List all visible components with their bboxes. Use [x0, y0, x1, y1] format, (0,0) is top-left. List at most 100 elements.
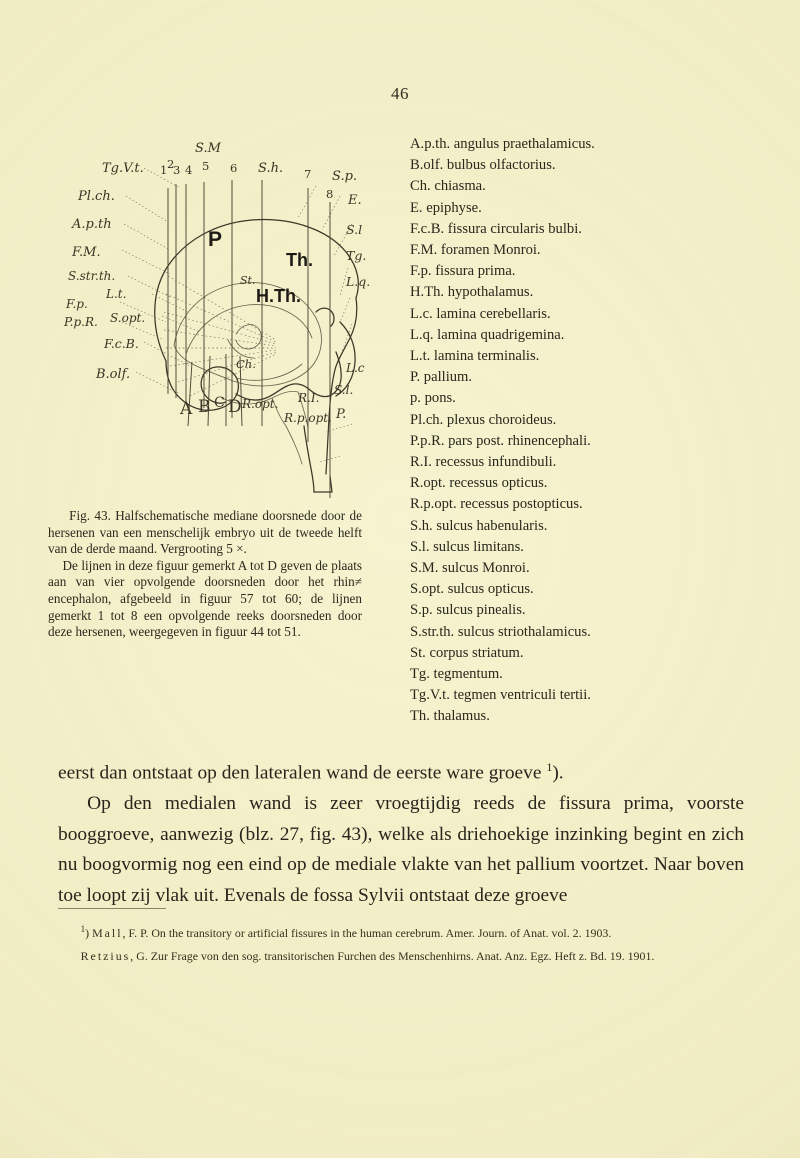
legend-term: bulbus olfactorius.: [443, 157, 556, 174]
legend-term: lamina quadrigemina.: [433, 326, 565, 343]
legend-term: hypothalamus.: [444, 284, 534, 301]
legend-term: pallium.: [420, 369, 473, 386]
legend-term: recessus infundibuli.: [431, 454, 557, 471]
legend-abbr: L.q.: [410, 326, 434, 343]
legend-entry: H.Th. hypothalamus.: [410, 282, 780, 303]
legend-abbr: L.c.: [410, 305, 433, 322]
legend-entry: S.p. sulcus pinealis.: [410, 600, 780, 621]
legend-entry: S.h. sulcus habenularis.: [410, 516, 780, 537]
legend-abbr: St.: [410, 644, 426, 661]
legend-abbr: S.M.: [410, 560, 439, 577]
legend-entry: L.t. lamina terminalis.: [410, 346, 780, 367]
footnote-citation: , F. P. On the transitory or artificial …: [122, 925, 612, 940]
legend-abbr: Th.: [410, 708, 430, 725]
legend-entry: P.p.R. pars post. rhinencephali.: [410, 431, 780, 452]
legend-entry: S.opt. sulcus opticus.: [410, 579, 780, 600]
fig-label-s-str-th: S.str.th.: [68, 269, 115, 283]
legend-entry: P. pallium.: [410, 367, 780, 388]
body-paragraph-1-tail: ).: [552, 762, 564, 784]
legend-term: sulcus Monroi.: [438, 560, 530, 577]
legend-abbr: F.M.: [410, 242, 438, 259]
fig-label-f-p: F.p.: [65, 297, 88, 311]
abbreviation-legend: A.p.th. angulus praethalamicus.B.olf. bu…: [410, 134, 780, 728]
figure-caption: Fig. 43. Halfschematische mediane doorsn…: [48, 508, 362, 641]
legend-abbr: F.c.B.: [410, 220, 445, 237]
fig-label-s-h: S.h.: [258, 161, 283, 176]
legend-term: foramen Monroi.: [437, 242, 541, 259]
fig-section-letter-c: C: [214, 395, 225, 411]
fig-section-num-7: 7: [304, 167, 311, 181]
legend-term: sulcus habenularis.: [432, 517, 548, 534]
body-paragraph-1-text: eerst dan ontstaat op den lateralen wand…: [58, 762, 547, 784]
figure-43-illustration: Tg.V.t. Pl.ch. A.p.th F.M. S.str.th. F.p…: [40, 126, 370, 511]
legend-entry: Pl.ch. plexus choroideus.: [410, 410, 780, 431]
footnote-separator: [58, 908, 166, 909]
legend-term: plexus choroideus.: [443, 411, 557, 428]
legend-abbr: E.: [410, 199, 423, 216]
legend-term: sulcus opticus.: [444, 581, 534, 598]
body-paragraph-2: Op den medialen wand is zeer vroegtijdig…: [58, 793, 744, 906]
fig-label-l-t: L.t.: [105, 287, 126, 301]
fig-section-num-8: 8: [326, 187, 333, 201]
legend-abbr: Tg.: [410, 666, 430, 683]
fig-label-r-opt: R.opt.: [241, 397, 278, 411]
legend-term: pons.: [420, 390, 456, 407]
footnote-entry: 1) Mall, F. P. On the transitory or arti…: [80, 924, 612, 940]
legend-entry: B.olf. bulbus olfactorius.: [410, 155, 780, 176]
footnote-entry: Retzius, G. Zur Frage von den sog. trans…: [58, 947, 748, 966]
legend-entry: S.M. sulcus Monroi.: [410, 558, 780, 579]
fig-label-s-p: S.p.: [332, 169, 357, 184]
fig-label-thalamus-th: Th.: [286, 250, 313, 270]
legend-term: chiasma.: [430, 178, 486, 195]
footnote-marker: 1: [80, 924, 86, 934]
legend-entry: F.p. fissura prima.: [410, 261, 780, 282]
legend-entry: F.M. foramen Monroi.: [410, 240, 780, 261]
legend-term: sulcus limitans.: [429, 538, 524, 555]
fig-label-r-p-opt: R.p.opt.: [283, 411, 332, 425]
legend-abbr: R.opt.: [410, 475, 446, 492]
legend-entry: E. epiphyse.: [410, 198, 780, 219]
fig-label-pl-ch: Pl.ch.: [77, 189, 115, 204]
legend-abbr: Tg.V.t.: [410, 687, 450, 704]
legend-term: pars post. rhinencephali.: [444, 432, 591, 449]
legend-term: sulcus striothalamicus.: [454, 623, 591, 640]
fig-label-p-lower: P.: [335, 407, 346, 422]
legend-term: lamina terminalis.: [430, 348, 540, 365]
fig-section-num-5: 5: [202, 159, 209, 173]
legend-term: recessus postopticus.: [456, 496, 583, 513]
body-text: eerst dan ontstaat op den lateralen wand…: [58, 752, 744, 911]
figure-caption-lead: Fig. 43. Halfschematische mediane doorsn…: [48, 508, 362, 557]
fig-label-e: E.: [347, 193, 362, 208]
legend-abbr: P.p.R.: [410, 432, 445, 449]
legend-abbr: R.p.opt.: [410, 496, 457, 513]
legend-term: angulus praethalamicus.: [450, 136, 595, 152]
legend-abbr: B.olf.: [410, 157, 444, 174]
legend-entry: Th. thalamus.: [410, 706, 780, 727]
legend-entry: A.p.th. angulus praethalamicus.: [410, 134, 780, 155]
page-number: 46: [391, 84, 409, 103]
legend-abbr: A.p.th.: [410, 136, 451, 152]
legend-entry: St. corpus striatum.: [410, 643, 780, 664]
legend-entry: Tg. tegmentum.: [410, 664, 780, 685]
footnote-author: Mall: [92, 925, 123, 940]
fig-label-s-m: S.M: [195, 141, 222, 156]
legend-entry: F.c.B. fissura circularis bulbi.: [410, 219, 780, 240]
legend-abbr: S.h.: [410, 517, 433, 534]
legend-term: fissura prima.: [431, 263, 516, 280]
legend-term: thalamus.: [429, 708, 490, 725]
footnote-citation: , G. Zur Frage von den sog. transitorisc…: [130, 948, 655, 963]
legend-entry: S.str.th. sulcus striothalamicus.: [410, 622, 780, 643]
fig-section-letter-a: A: [179, 399, 193, 419]
legend-abbr: R.I.: [410, 454, 432, 471]
footnote-author: Retzius: [80, 948, 131, 963]
fig-section-num-1: 1: [160, 163, 167, 177]
fig-label-f-c-b: F.c.B.: [103, 336, 139, 351]
legend-abbr: p.: [410, 390, 421, 407]
fig-label-tg: Tg.: [346, 248, 366, 263]
fig-label-b-olf: B.olf.: [95, 367, 130, 382]
footnote-ref-1[interactable]: 1: [546, 760, 553, 774]
fig-section-letter-b: B: [198, 397, 211, 417]
fig-section-num-4: 4: [185, 163, 192, 177]
legend-term: sulcus pinealis.: [432, 602, 526, 619]
